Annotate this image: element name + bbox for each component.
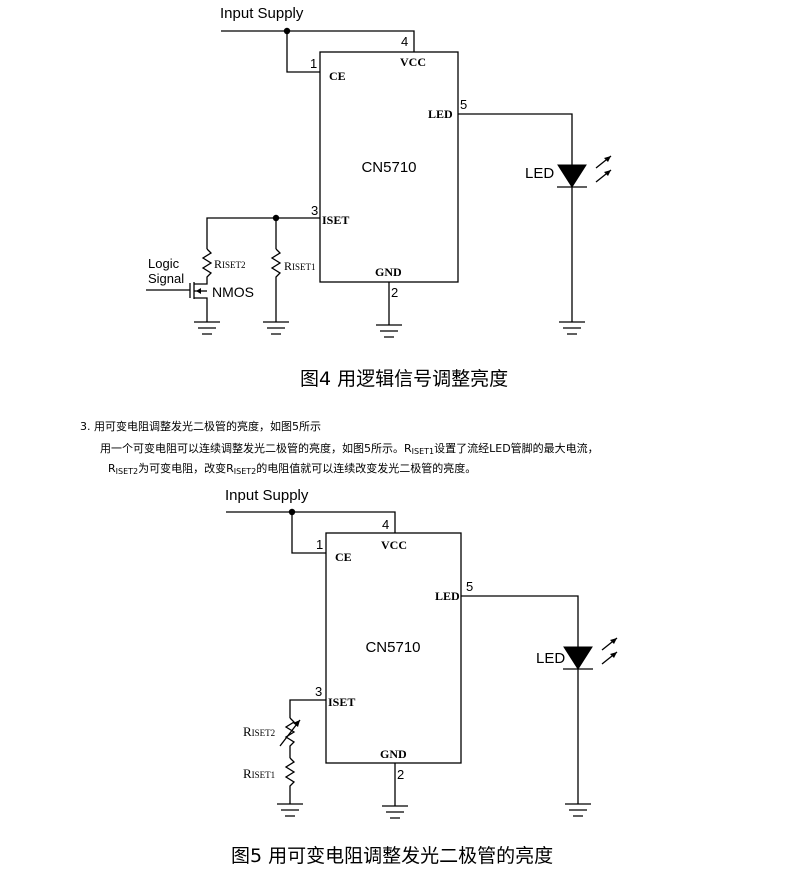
pin-led-number: 5: [460, 97, 467, 112]
riset2-variable-resistor-icon: [284, 717, 296, 758]
riset2-label: RISET2: [214, 257, 246, 271]
pin-ce-number: 1: [316, 537, 323, 552]
pin-iset-label: ISET: [328, 695, 355, 709]
riset1-label: RISET1: [243, 766, 275, 781]
led-diode-icon: [557, 164, 587, 188]
pin-ce-label: CE: [329, 69, 346, 83]
light-emission-arrows-icon: [595, 155, 612, 183]
riset2-label: RISET2: [243, 724, 275, 739]
pin-led-number: 5: [466, 579, 473, 594]
iset-wire: [289, 699, 326, 718]
pin-vcc-label: VCC: [400, 55, 426, 69]
pin-vcc-label: VCC: [381, 538, 407, 552]
chip-body: [325, 532, 462, 764]
pin-vcc-number: 4: [382, 517, 389, 532]
ground-symbol-icon: [263, 321, 289, 335]
ground-symbol-icon: [194, 321, 220, 335]
figure-4-schematic: CN5710 Input Supply CE 1 VCC 4 LED 5 ISE…: [146, 5, 612, 338]
nmos-transistor-icon: [146, 282, 208, 322]
section-heading: 3. 用可变电阻调整发光二极管的亮度，如图5所示: [80, 420, 321, 433]
led-wire-top: [461, 595, 579, 647]
ce-wire: [291, 512, 326, 554]
logic-signal-label-line1: Logic: [148, 256, 180, 271]
ground-symbol-icon: [277, 803, 303, 817]
led-diode-icon: [563, 646, 593, 670]
figure-5-schematic: CN5710 Input Supply CE 1 VCC 4 LED 5 ISE…: [225, 487, 618, 819]
led-label: LED: [536, 650, 565, 667]
pin-ce-label: CE: [335, 550, 352, 564]
logic-signal-label-line2: Signal: [148, 271, 184, 286]
riset1-resistor-icon: [284, 757, 296, 804]
input-supply-label: Input Supply: [220, 5, 304, 22]
pin-gnd-number: 2: [397, 767, 404, 782]
led-label: LED: [525, 165, 554, 182]
chip-name: CN5710: [365, 639, 420, 656]
ground-symbol-icon: [376, 324, 402, 338]
pin-iset-number: 3: [315, 684, 322, 699]
variable-arrow-icon: [279, 719, 301, 747]
light-emission-arrows-icon: [601, 637, 618, 665]
chip-body: [319, 51, 459, 283]
input-supply-label: Input Supply: [225, 487, 309, 504]
ground-symbol-icon: [382, 805, 408, 819]
led-wire-top: [458, 113, 573, 165]
riset1-resistor-icon: [270, 248, 282, 322]
pin-led-label: LED: [428, 107, 453, 121]
pin-iset-number: 3: [311, 203, 318, 218]
ce-wire: [286, 31, 320, 73]
input-supply-wire: [221, 30, 415, 52]
pin-gnd-label: GND: [375, 265, 402, 279]
figure-5-caption: 图5 用可变电阻调整发光二极管的亮度: [231, 845, 554, 867]
iset-wire: [206, 217, 320, 249]
nmos-label: NMOS: [212, 284, 254, 300]
pin-vcc-number: 4: [401, 34, 408, 49]
pin-iset-label: ISET: [322, 213, 349, 227]
input-supply-wire: [226, 511, 396, 533]
chip-name: CN5710: [361, 159, 416, 176]
riset1-label: RISET1: [284, 259, 316, 273]
pin-led-label: LED: [435, 589, 460, 603]
figure-4-caption: 图4 用逻辑信号调整亮度: [300, 368, 509, 390]
ground-symbol-icon: [565, 803, 591, 817]
riset2-resistor-icon: [201, 248, 213, 283]
paragraph-line-1: 用一个可变电阻可以连续调整发光二极管的亮度，如图5所示。RISET1设置了流经L…: [100, 442, 599, 456]
pin-ce-number: 1: [310, 56, 317, 71]
paragraph-line-2: RISET2为可变电阻，改变RISET2的电阻值就可以连续改变发光二极管的亮度。: [108, 462, 477, 476]
ground-symbol-icon: [559, 321, 585, 335]
pin-gnd-label: GND: [380, 747, 407, 761]
pin-gnd-number: 2: [391, 285, 398, 300]
